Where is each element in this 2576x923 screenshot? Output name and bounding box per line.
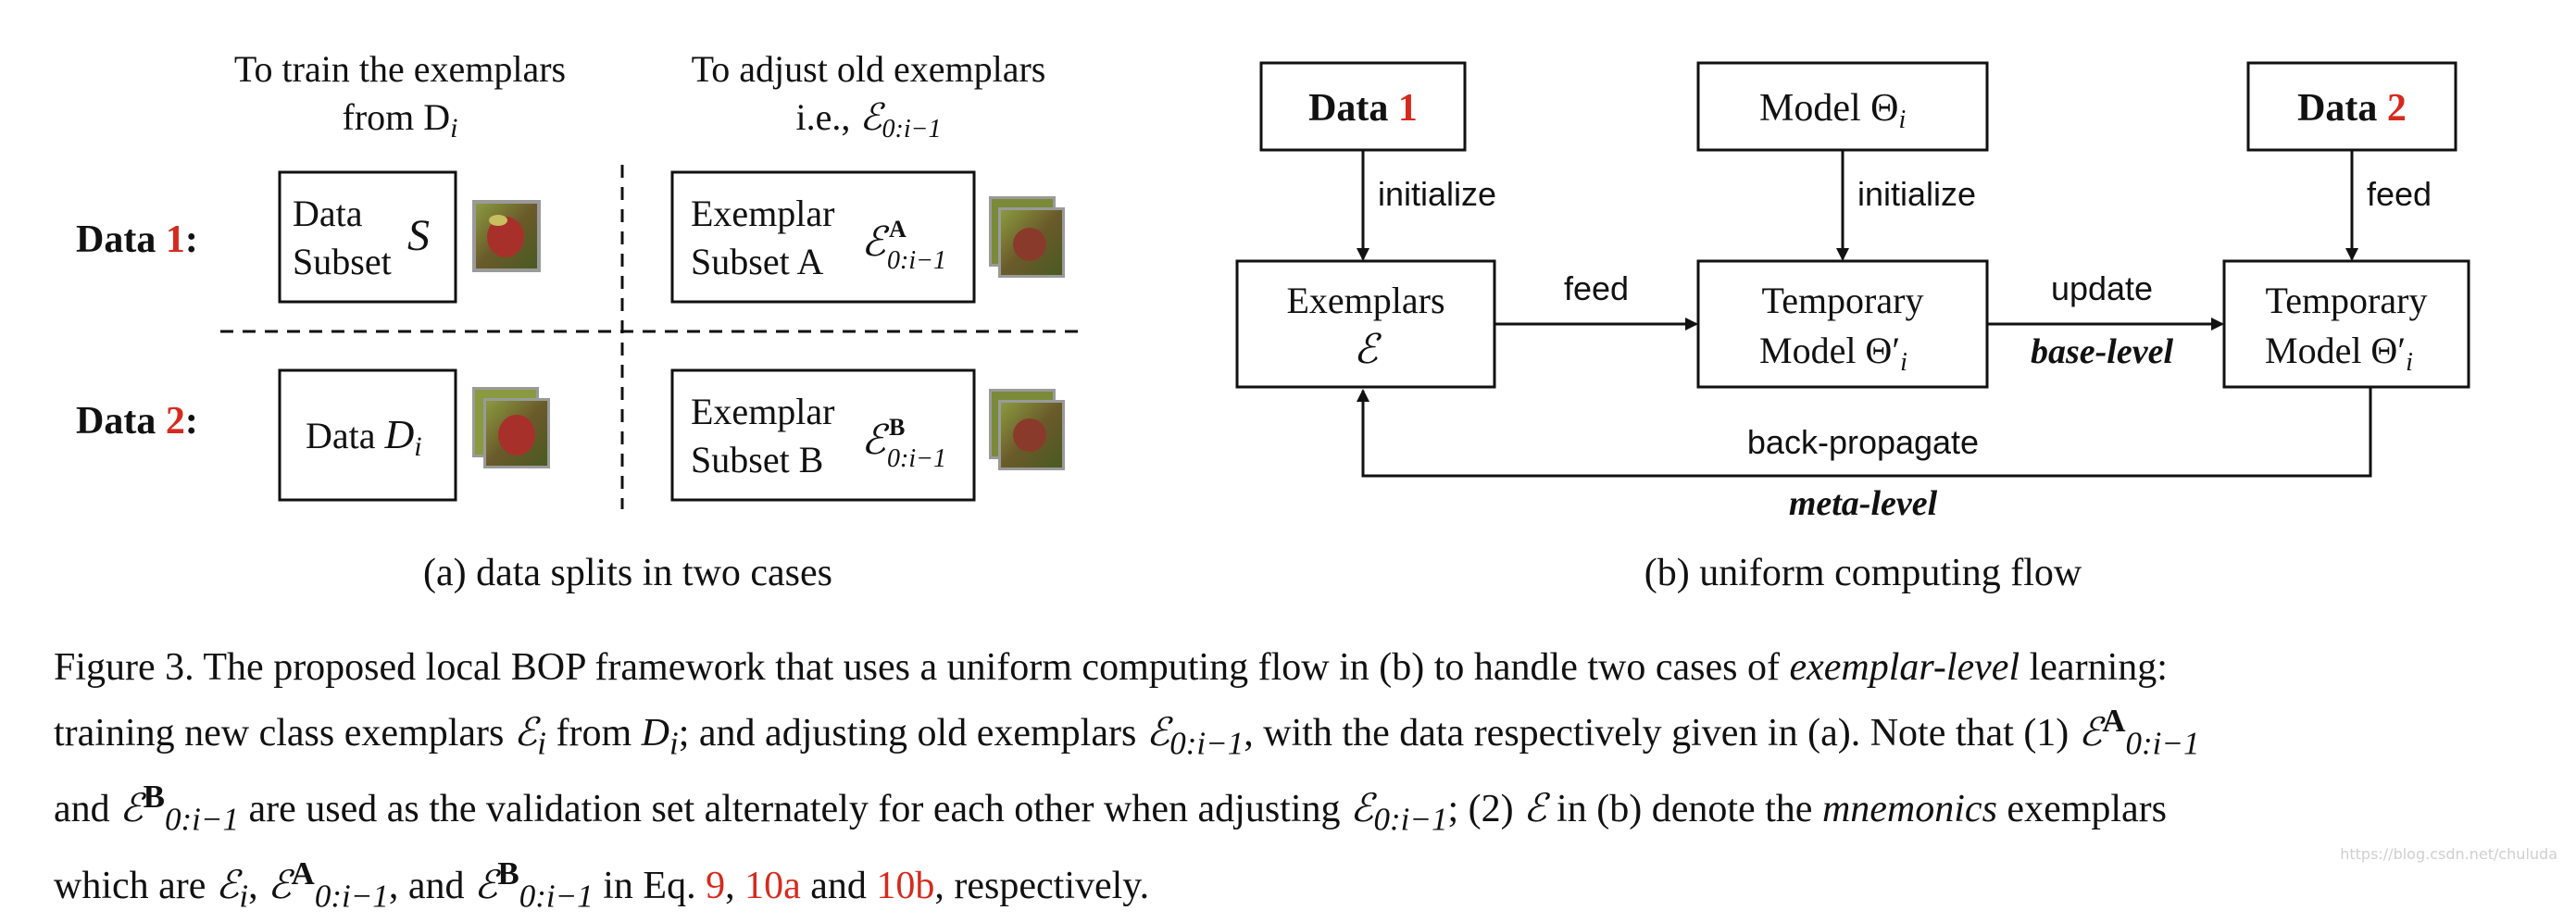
edge-feed-mid: feed <box>1564 269 1629 307</box>
thumbnail-stack-di <box>472 387 550 468</box>
label-meta-level: meta-level <box>1789 484 1938 523</box>
box-data-subset <box>278 170 457 304</box>
symbol-e-b: ℰ <box>861 418 890 463</box>
box-data-di <box>278 368 457 502</box>
thumbnail-single <box>472 200 541 272</box>
ref-eq-10a[interactable]: 10a <box>744 864 801 907</box>
symbol-e-a-sub: 0:i−1 <box>887 246 946 275</box>
edge-back-propagate: back-propagate <box>1747 423 1979 461</box>
edge-update: update <box>2051 269 2153 307</box>
box-data-di-text: Data Di <box>306 412 422 462</box>
label-base-level: base-level <box>2031 332 2173 371</box>
box-exemplars-line1: Exemplars <box>1286 280 1444 321</box>
thumbnail-stack-b <box>989 389 1065 470</box>
box-exemplar-subset-b <box>670 368 976 502</box>
box-data-subset-line1: Data <box>293 193 363 234</box>
box-temp2-line1: Temporary <box>2266 280 2428 321</box>
box-exemplar-a-line1: Exemplar <box>691 193 835 234</box>
edge-initialize-2: initialize <box>1857 175 1976 213</box>
subcaption-a: (a) data splits in two cases <box>423 552 832 594</box>
edge-feed-top: feed <box>2367 175 2432 213</box>
box-temp2-line2: Model Θ′i <box>2265 330 2413 377</box>
box-exemplar-a-line2: Subset A <box>691 241 823 282</box>
box-exemplar-b-line1: Exemplar <box>691 391 835 432</box>
caption-line-3: and ℰB0:i−1 are used as the validation s… <box>54 779 2168 838</box>
figure-caption: Figure 3. The proposed local BOP framewo… <box>54 641 2545 923</box>
row2-label: Data 2: <box>76 400 198 443</box>
caption-line-4: which are ℰi, ℰA0:i−1, and ℰB0:i−1 in Eq… <box>54 854 1150 915</box>
box-temp1-line2: Model Θ′i <box>1759 330 1907 377</box>
ref-eq-9[interactable]: 9 <box>706 864 726 907</box>
box-exemplar-subset-a <box>670 170 976 304</box>
symbol-e-b-sub: 0:i−1 <box>887 444 946 473</box>
box-temp1-line1: Temporary <box>1762 280 1924 321</box>
arrow-back-propagate <box>1357 387 2372 478</box>
figure-3-diagram: To train the exemplars from Di To adjust… <box>76 48 2470 594</box>
symbol-e-a: ℰ <box>861 219 890 265</box>
box-data-2-label: Data 2 <box>2297 87 2407 130</box>
panel-a: To train the exemplars from Di To adjust… <box>76 48 1085 594</box>
box-model-label: Model Θi <box>1759 87 1906 134</box>
ref-eq-10b[interactable]: 10b <box>876 864 935 907</box>
box-data-1-label: Data 1 <box>1308 87 1418 130</box>
subcaption-b: (b) uniform computing flow <box>1644 552 2082 594</box>
symbol-s: S <box>407 211 430 260</box>
row1-label: Data 1: <box>76 218 198 261</box>
col1-header-line1: To train the exemplars <box>234 48 566 90</box>
col2-header-line1: To adjust old exemplars <box>692 48 1046 90</box>
panel-b: Data 1 Model Θi Data 2 Exemplars ℰ Tempo… <box>1235 61 2470 594</box>
caption-line-2: training new class exemplars ℰi from Di;… <box>54 703 2200 762</box>
edge-initialize-1: initialize <box>1378 175 1496 213</box>
symbol-e-a-sup: A <box>889 216 907 243</box>
watermark: https://blog.csdn.net/chuluda <box>2340 845 2557 863</box>
thumbnail-stack-a <box>989 196 1065 278</box>
box-exemplars-symbol: ℰ <box>1354 327 1382 372</box>
symbol-e-b-sup: B <box>889 414 905 441</box>
box-temporary-model-2 <box>2222 259 2470 389</box>
caption-line-1: Figure 3. The proposed local BOP framewo… <box>54 646 2168 689</box>
box-data-subset-line2: Subset <box>293 241 392 282</box>
box-exemplar-b-line2: Subset B <box>691 439 823 480</box>
col2-header-line2: i.e., ℰ0:i−1 <box>795 96 941 143</box>
col1-header-line2: from Di <box>343 96 458 143</box>
